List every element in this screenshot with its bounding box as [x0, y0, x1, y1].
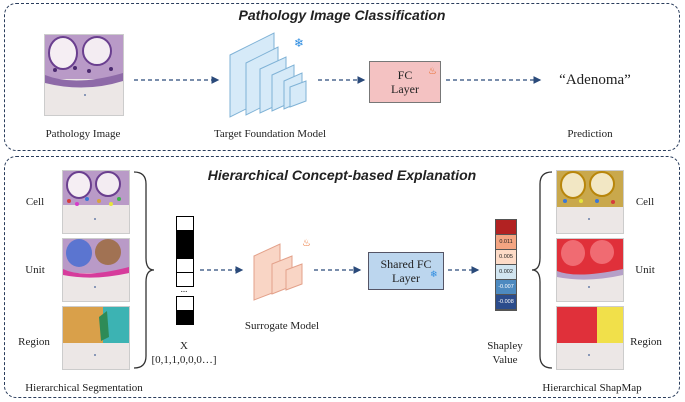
shared-fc-line2: Layer [392, 271, 420, 285]
shared-fc-layer-box: Shared FC Layer [368, 252, 444, 290]
surrogate-model [250, 240, 314, 302]
vector-cell [177, 311, 193, 325]
shapley-cell [496, 220, 516, 235]
vector-cell [177, 217, 193, 231]
vector-label: X [180, 340, 188, 352]
shapley-cell: 0.011 [496, 235, 516, 250]
vector-value: [0,1,1,0,0,0…] [151, 354, 217, 366]
shapmap-unit-image [556, 238, 624, 302]
shared-fc-snowflake-icon: ❄ [430, 270, 438, 280]
segmentation-region-image [62, 306, 130, 370]
pathology-image [44, 34, 124, 116]
segmentation-cell-image [62, 170, 130, 234]
right-row-cell: Cell [635, 196, 655, 208]
left-row-cell: Cell [25, 196, 45, 208]
concept-vector-tail [176, 296, 194, 325]
shapley-label-line2: Value [492, 354, 518, 366]
shapley-cell: -0.007 [496, 280, 516, 295]
prediction-text: “Adenoma” [559, 72, 631, 88]
prediction-label: Prediction [567, 128, 613, 140]
flame-icon: ♨ [428, 66, 437, 77]
snowflake-icon: ❄ [294, 36, 305, 50]
shapley-cell: 0.005 [496, 250, 516, 265]
segmentation-unit-image [62, 238, 130, 302]
shapmap-cell-image [556, 170, 624, 234]
vector-cell [177, 273, 193, 287]
vector-cell [177, 297, 193, 311]
left-row-unit: Unit [25, 264, 45, 276]
classification-title: Pathology Image Classification [238, 7, 446, 23]
right-row-region: Region [630, 336, 662, 348]
vector-ellipsis: ... [180, 284, 188, 294]
surrogate-label: Surrogate Model [244, 320, 320, 332]
vector-cell [177, 245, 193, 259]
shared-fc-line1: Shared FC [380, 257, 432, 271]
shapley-label-line1: Shapley [487, 340, 523, 352]
shapmap-label: Hierarchical ShapMap [542, 382, 642, 394]
concept-vector [176, 216, 194, 287]
target-model-label: Target Foundation Model [213, 128, 327, 140]
explanation-title: Hierarchical Concept-based Explanation [207, 167, 477, 183]
vector-cell [177, 231, 193, 245]
explanation-panel: Hierarchical Concept-based Explanation [4, 156, 680, 398]
shapley-value-bar: 0.011 0.005 0.002 -0.007 -0.008 [495, 219, 517, 311]
fc-layer-box: FC Layer [369, 61, 441, 103]
shapmap-region-image [556, 306, 624, 370]
fc-line2: Layer [391, 82, 419, 96]
pathology-image-label: Pathology Image [45, 128, 121, 140]
shapley-cell: -0.008 [496, 295, 516, 310]
vector-cell [177, 259, 193, 273]
shapley-cell: 0.002 [496, 265, 516, 280]
segmentation-label: Hierarchical Segmentation [25, 382, 143, 394]
classification-panel: Pathology Image Classification [4, 3, 680, 151]
target-foundation-model [226, 25, 316, 120]
right-row-unit: Unit [635, 264, 655, 276]
left-row-region: Region [18, 336, 50, 348]
surrogate-flame-icon: ♨ [302, 238, 311, 249]
fc-line1: FC [397, 68, 413, 82]
